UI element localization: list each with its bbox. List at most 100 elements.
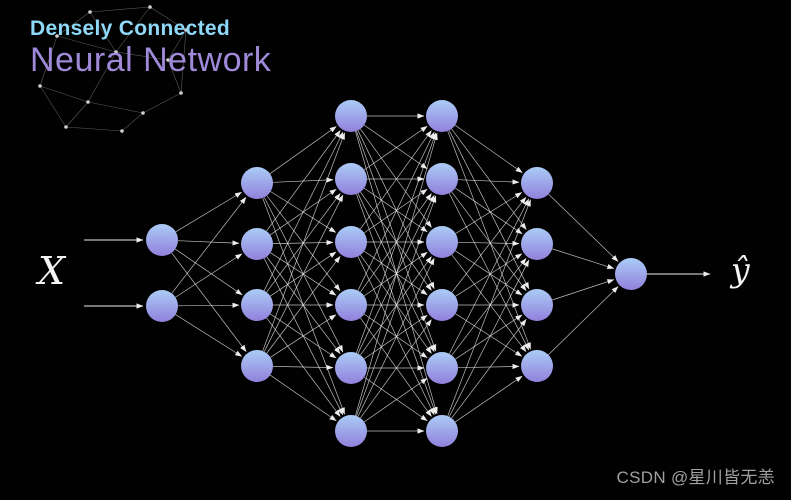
connection-line — [360, 317, 432, 417]
connection-line — [457, 363, 520, 370]
connection-line — [363, 376, 428, 422]
connection-line — [455, 253, 523, 297]
constellation-line — [115, 6, 151, 53]
neuron-node-hidden-3 — [426, 163, 458, 195]
neuron-node-output — [615, 258, 647, 290]
connection-line — [357, 131, 435, 291]
constellation-dot — [141, 111, 145, 115]
constellation-line — [89, 6, 151, 13]
constellation-line — [167, 59, 182, 94]
connection-line — [360, 191, 432, 291]
connection-line — [262, 132, 345, 352]
connection-line — [455, 314, 523, 360]
input-label: X — [38, 249, 66, 293]
connection-line — [357, 193, 435, 353]
edges-layer — [171, 113, 619, 434]
connection-line — [357, 130, 435, 290]
constellation-line — [167, 29, 187, 61]
constellation-line — [89, 11, 117, 53]
neuron-node-hidden-2 — [335, 352, 367, 384]
connection-line — [363, 314, 428, 360]
constellation-line — [39, 35, 58, 87]
constellation-line — [87, 51, 117, 103]
connection-line — [451, 257, 527, 356]
connection-line — [175, 248, 243, 296]
connection-line — [360, 254, 432, 354]
constellation-line — [115, 51, 169, 61]
connection-line — [355, 132, 438, 416]
constellation-dot — [86, 100, 90, 104]
neuron-node-hidden-2 — [335, 415, 367, 447]
connection-line — [363, 251, 428, 297]
constellation-dot — [114, 50, 118, 54]
constellation-dot — [120, 129, 124, 133]
connection-line — [363, 124, 428, 170]
connection-line — [360, 130, 432, 230]
neuron-node-hidden-4 — [521, 289, 553, 321]
connection-line — [455, 375, 523, 423]
constellation-dot — [38, 84, 42, 88]
constellation-line — [65, 101, 89, 128]
constellation-line — [87, 101, 144, 114]
neuron-node-hidden-3 — [426, 289, 458, 321]
neuron-node-hidden-2 — [335, 226, 367, 258]
connection-line — [360, 128, 432, 228]
constellation-line — [56, 35, 117, 53]
connection-line — [177, 302, 240, 308]
constellation-dot — [184, 28, 188, 32]
connection-line — [175, 253, 243, 298]
connection-line — [457, 179, 520, 185]
neuron-node-hidden-3 — [426, 352, 458, 384]
connection-line — [548, 193, 619, 262]
neuron-node-hidden-4 — [521, 167, 553, 199]
constellation-dot — [55, 34, 59, 38]
connection-line — [552, 248, 615, 270]
connection-line — [448, 198, 530, 354]
connection-line — [356, 132, 437, 354]
connection-line — [171, 252, 247, 352]
constellation-line — [180, 29, 187, 94]
connection-line — [266, 130, 341, 232]
connection-line — [272, 364, 334, 371]
connection-line — [552, 279, 615, 301]
constellation-dot — [88, 10, 92, 14]
connection-line — [270, 314, 337, 358]
constellation-line — [39, 85, 67, 128]
connection-line — [357, 256, 435, 416]
neuron-node-hidden-1 — [241, 228, 273, 260]
connection-line — [455, 313, 523, 357]
connection-line — [357, 257, 435, 417]
connection-line — [447, 199, 531, 417]
constellation-line — [142, 92, 182, 114]
neuron-node-hidden-4 — [521, 350, 553, 382]
nodes-layer — [146, 100, 647, 447]
title-line-1: Densely Connected — [30, 17, 230, 40]
neuron-node-input — [146, 224, 178, 256]
constellation-dot — [179, 91, 183, 95]
connection-line — [171, 196, 247, 294]
neuron-node-hidden-3 — [426, 100, 458, 132]
connection-line — [455, 187, 523, 235]
connection-line — [363, 313, 428, 359]
connection-line — [175, 314, 243, 357]
connection-line — [263, 131, 344, 291]
neuron-node-hidden-2 — [335, 163, 367, 195]
constellation-dot — [166, 58, 170, 62]
connection-line — [356, 195, 437, 417]
connection-line — [266, 255, 341, 354]
connection-line — [454, 124, 523, 173]
connection-line — [451, 196, 527, 293]
connection-line — [448, 130, 530, 290]
connection-line — [448, 259, 530, 417]
connection-line — [269, 374, 337, 422]
connection-line — [363, 125, 428, 171]
neuron-node-hidden-1 — [241, 167, 273, 199]
connection-line — [548, 286, 619, 356]
connection-line — [175, 191, 242, 233]
constellation-line — [65, 126, 123, 132]
connection-line — [263, 194, 344, 352]
title-block: Densely Connected Neural Network — [30, 17, 271, 79]
connection-line — [451, 128, 527, 230]
